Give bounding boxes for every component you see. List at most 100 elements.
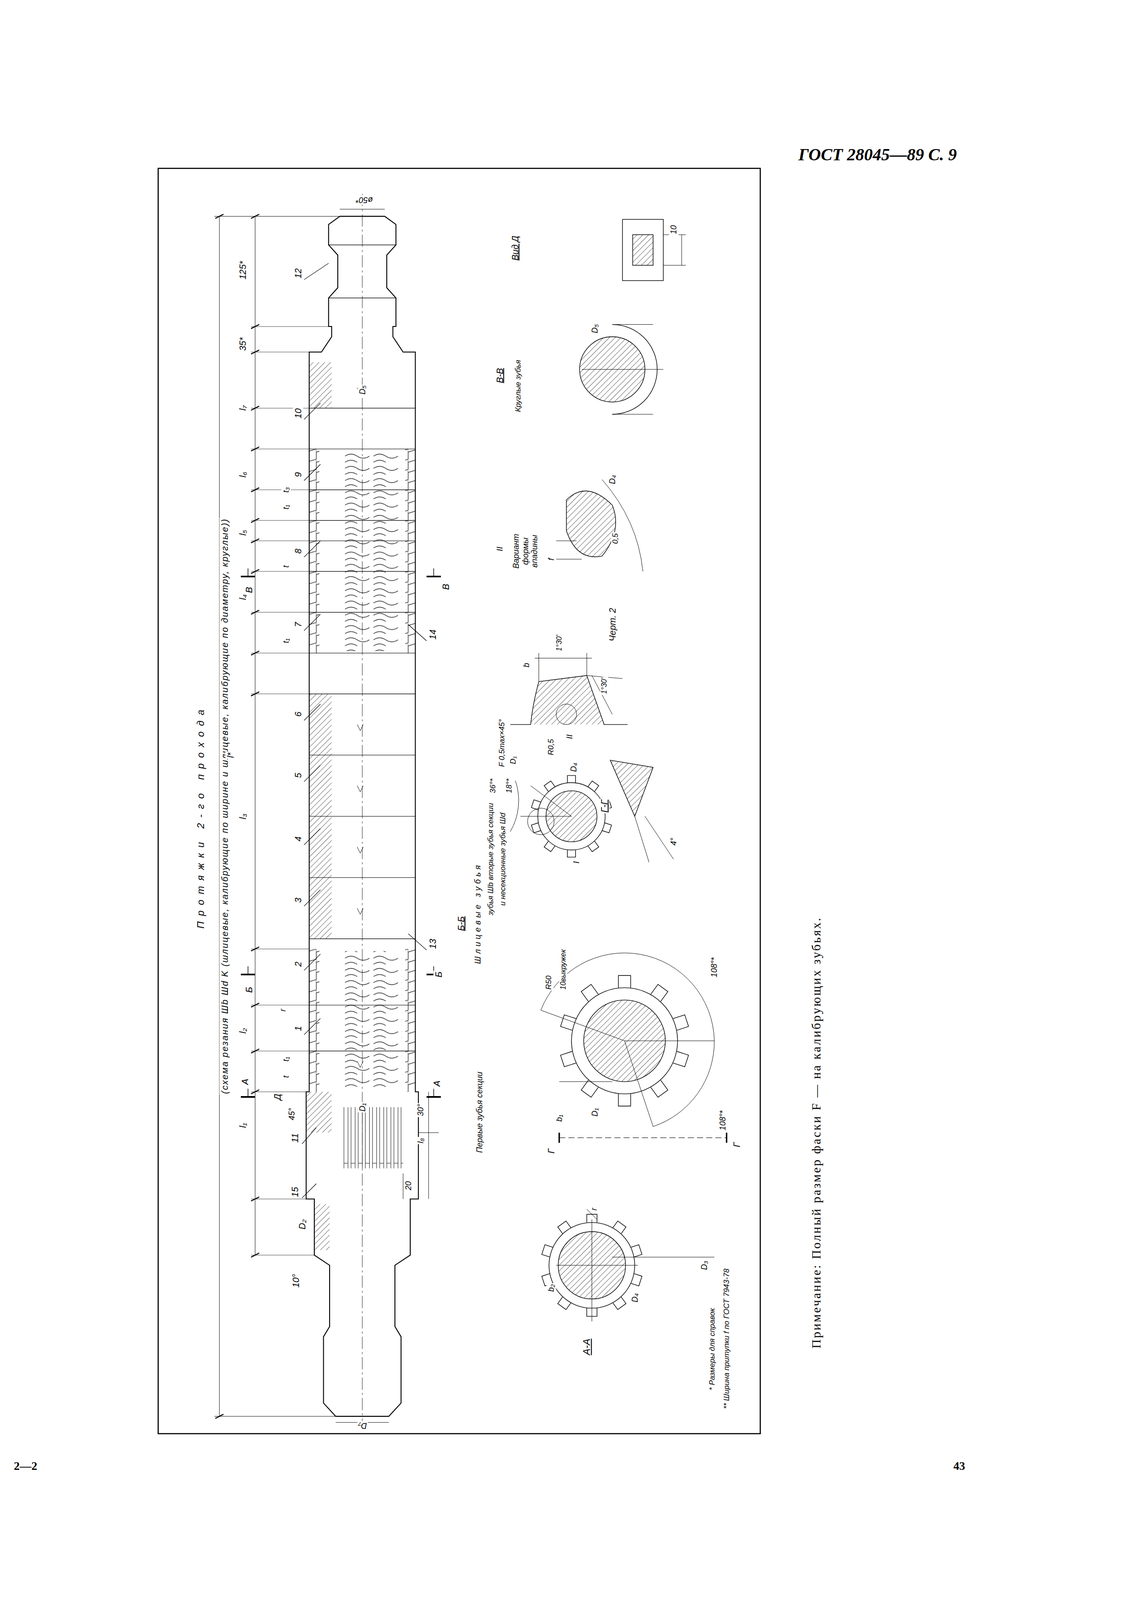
dimension-label: 10 [668,224,679,236]
dimension-label: l₂ [237,1027,249,1035]
note-text: (схема резания Шb Шd K (шлицевые, калибр… [219,517,230,1095]
section-label: В [440,582,452,591]
angle-label: 30° [415,1103,426,1118]
note-text: Первые зубья секции [475,1070,485,1154]
note-text: Вариант формы впадины [511,520,540,582]
callout-number: 8 [292,547,304,555]
angle-label: 1°30' [599,676,608,695]
dimension-label: f [546,557,556,562]
callout-number: 7 [292,620,304,628]
section-label: Д [272,1092,283,1101]
callout-leaders [302,263,427,1199]
callout-number: 1 [292,1025,304,1033]
dimension-label: R50 [544,974,554,991]
drawing-caption: Черт. 2 [606,606,618,643]
page-number: 43 [952,1459,966,1473]
note-text: Шлицевые зубья [472,861,483,965]
callout-number: 15 [289,1185,300,1198]
dimension-label: D₁ [590,1107,600,1118]
dimension-label: D₇ [357,1420,368,1431]
section-label: В-В [494,366,506,384]
angle-label: 108°* [709,956,720,979]
dimension-label: b₁ [554,1114,565,1124]
dimension-label: D₄ [568,761,579,773]
section-label: В [243,585,254,594]
section-a-a [541,1209,715,1322]
dimension-label: t [280,564,291,569]
dimension-label: D₄ [607,474,617,485]
callout-number: 10 [292,407,304,420]
section-label: Г-Г [598,798,610,814]
dimension-label: t [280,1074,291,1079]
detail-two [556,479,644,572]
dimension-label: D₁ [508,755,518,766]
dimension-label: t₁ [280,637,291,645]
dimension-label: R0,5 [546,738,556,757]
dimension-label: D₂ [296,1218,308,1231]
section-v-v [579,324,664,415]
angle-label: 10° [290,1272,302,1289]
dimension-label: l₈ [415,1137,426,1145]
dimension-label: D₅ [590,323,600,335]
dimension-label: l₃ [237,812,249,820]
dimension-lines [214,209,440,1423]
angle-label: 45° [287,1107,297,1122]
section-label: Г [731,1141,743,1149]
callout-number: 9 [292,471,304,478]
callout-number: 6 [292,711,304,718]
section-label: I [571,860,582,865]
note-text: ** Ширина притупки f по ГОСТ 7943-78 [722,1267,732,1410]
note-text: F 0,5max×45° [497,718,507,768]
dimension-label: D₄ [629,1292,640,1304]
dimension-label: 20 [403,1180,413,1192]
dimension-label: b [521,661,532,669]
section-b-b [540,952,727,1143]
dimension-label: l₄ [237,593,249,601]
callout-number: 4 [292,835,304,843]
callout-number: 3 [292,896,304,904]
section-label: Б [433,970,444,979]
angle-label: 18°* [504,777,514,794]
dimension-label: l₁ [237,1122,249,1129]
angle-label: 108°* [717,1109,728,1132]
page-header: ГОСТ 28045—89 С. 9 [797,145,958,166]
angle-label: 36°* [488,777,498,794]
dimension-label: D₅ [357,384,367,395]
section-label: Б-Б [456,914,467,932]
dimension-label: b₂ [546,1282,556,1293]
angle-label: 4° [668,837,679,847]
note-text: 10выкружек [559,948,568,991]
section-label: А-А [580,1337,593,1357]
dimension-label: r [277,1007,288,1013]
callout-number: 2 [292,960,304,968]
dimension-label: l₅ [237,529,249,537]
section-label: Вид Д [510,234,521,262]
callout-number: 14 [427,628,438,641]
section-label: Б [243,985,254,994]
dimension-label: D₃ [699,1259,709,1271]
broach-body [306,194,419,1429]
note-text: * Размеры для справок [707,1306,717,1391]
dimension-label: 35* [237,336,249,352]
section-small [510,760,674,863]
dimension-label: l₆ [237,470,249,479]
dimension-label: t₁ [280,503,291,511]
dimension-label: t₁ [280,1055,291,1063]
dimension-label: ø50* [354,195,374,205]
dimension-label: 125* [237,260,249,281]
note-text: и несекционные зубья Шd [498,811,508,907]
note-text: Примечание: Полный размер фаски F — на к… [809,915,824,1350]
note-text: зубья Шb вторые зубья секции [486,801,496,917]
dimension-label: 0,5 [611,532,621,546]
section-label: II [564,733,575,740]
note-text: Круглые зубья [513,358,523,413]
dimension-label: l* [225,751,236,759]
drawing-title: Протяжки 2-го прохода [195,703,207,930]
view-d [622,219,686,281]
detail-one [510,652,628,725]
frame [158,168,761,1434]
dimension-label: l₇ [237,404,249,412]
